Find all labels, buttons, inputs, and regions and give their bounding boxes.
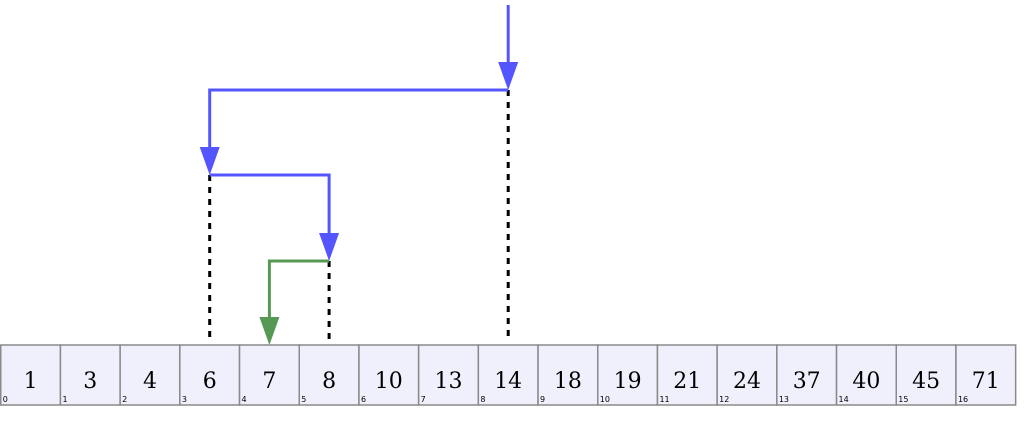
array-cell (477, 344, 539, 406)
array-cell (895, 344, 957, 406)
array-cell (119, 344, 181, 406)
array-cell (656, 344, 718, 406)
sorted-array: 1031426374851061371481891910211124123713… (0, 344, 1017, 406)
array-cell (537, 344, 599, 406)
search-arrows (199, 5, 519, 345)
arrow-head-icon (259, 317, 280, 345)
cell-index: 14 (839, 395, 849, 404)
cell-value: 24 (733, 369, 761, 394)
cell-value: 18 (554, 369, 582, 394)
cell-index: 16 (958, 395, 968, 404)
cell-index: 9 (540, 395, 545, 404)
array-cell (417, 344, 480, 406)
cell-value: 1 (24, 369, 38, 394)
cell-index: 1 (62, 395, 67, 404)
cell-value: 8 (322, 369, 336, 394)
dashed-guides (208, 90, 510, 339)
arrow-head-icon (498, 62, 519, 90)
cell-value: 45 (912, 369, 940, 394)
cell-value: 7 (262, 369, 276, 394)
cell-index: 8 (480, 395, 485, 404)
cell-value: 14 (494, 369, 522, 394)
cell-value: 4 (143, 369, 157, 394)
cell-value: 19 (614, 369, 642, 394)
array-cell (835, 344, 897, 406)
cell-index: 3 (182, 395, 187, 404)
cell-index: 7 (421, 395, 426, 404)
cell-index: 0 (3, 395, 8, 404)
search-step-arrow (267, 259, 330, 317)
cell-index: 2 (122, 395, 127, 404)
cell-index: 13 (779, 395, 789, 404)
cell-value: 71 (972, 369, 1000, 394)
cell-index: 10 (600, 395, 610, 404)
cell-value: 21 (673, 369, 701, 394)
array-cell (955, 344, 1017, 406)
arrow-head-icon (319, 233, 340, 261)
cell-value: 6 (203, 369, 217, 394)
arrow-head-icon (199, 147, 220, 175)
search-step-arrow (209, 173, 331, 233)
cell-index: 12 (719, 395, 729, 404)
cell-index: 6 (361, 395, 366, 404)
array-cell (716, 344, 778, 406)
cell-value: 40 (852, 369, 880, 394)
array-cell (776, 344, 838, 406)
cell-value: 37 (793, 369, 821, 394)
cell-index: 5 (301, 395, 306, 404)
search-step-arrow (208, 88, 509, 147)
array-cell (0, 344, 62, 406)
cell-value: 13 (435, 369, 463, 394)
array-cell (358, 344, 420, 406)
cell-index: 4 (242, 395, 247, 404)
cell-value: 10 (375, 369, 403, 394)
array-cell (59, 344, 121, 406)
cell-index: 15 (898, 395, 908, 404)
cell-value: 3 (83, 369, 97, 394)
cell-index: 11 (659, 395, 669, 404)
